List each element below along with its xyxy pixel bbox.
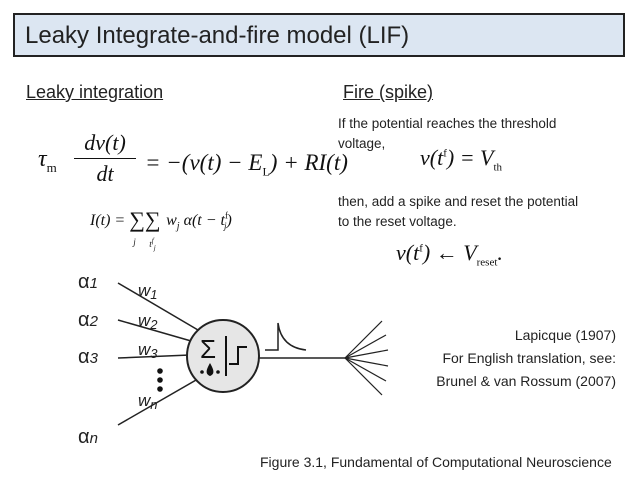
- fire-text-line3: then, add a spike and reset the potentia…: [338, 194, 579, 209]
- alpha-n-label: αn: [78, 426, 98, 448]
- reference-line3: Brunel & van Rossum (2007): [436, 373, 616, 389]
- figure-caption: Figure 3.1, Fundamental of Computational…: [260, 454, 612, 470]
- neuron-soma: [186, 319, 260, 393]
- threshold-equation: v(tf) = Vth: [420, 145, 503, 174]
- weight-2-label: w2: [138, 311, 158, 332]
- membrane-tau: τm: [38, 146, 57, 175]
- membrane-fraction: dv(t) dt: [70, 130, 140, 187]
- axon-branch: [344, 334, 387, 359]
- input-line-n: [117, 371, 211, 426]
- reset-equation: v(tf) ← Vreset.: [396, 240, 503, 269]
- leak-drip-icon: [216, 370, 220, 374]
- alpha-1-label: α1: [78, 271, 98, 293]
- axon-branch: [344, 357, 383, 396]
- fire-text-line2: voltage,: [338, 136, 386, 151]
- reference-line1: Lapicque (1907): [514, 327, 616, 343]
- leak-drip-icon: [200, 370, 204, 374]
- reference-line2: For English translation, see:: [442, 350, 616, 366]
- axon-branch: [344, 349, 389, 359]
- page-title: Leaky Integrate-and-fire model (LIF): [25, 22, 410, 49]
- ellipsis-dot: [157, 377, 163, 383]
- weight-3-label: w3: [138, 340, 158, 361]
- input-line-3: [117, 354, 191, 359]
- title-bar: Leaky Integrate-and-fire model (LIF): [13, 13, 625, 57]
- membrane-numerator: dv(t): [84, 130, 126, 155]
- fire-text-line4: to the reset voltage.: [338, 214, 457, 229]
- fire-spike-heading: Fire (spike): [343, 82, 434, 102]
- membrane-rhs: = −(v(t) − EL) + RI(t): [145, 150, 348, 179]
- ellipsis-dot: [157, 386, 163, 392]
- weight-1-label: w1: [138, 281, 158, 302]
- alpha-2-label: α2: [78, 309, 99, 331]
- ellipsis-dot: [157, 368, 163, 374]
- fire-text-line1: If the potential reaches the threshold: [338, 116, 557, 131]
- leaky-integration-heading: Leaky integration: [26, 82, 164, 102]
- fraction-bar: [74, 158, 136, 159]
- axon-branch: [344, 320, 383, 359]
- weight-n-label: wn: [138, 391, 158, 412]
- axon-branch: [344, 357, 389, 367]
- summation-symbol: Σ: [200, 334, 216, 364]
- step-function-icon: [229, 346, 247, 365]
- axon-branch: [344, 357, 387, 382]
- membrane-denominator: dt: [96, 161, 114, 186]
- spike-trace: [265, 322, 307, 351]
- double-sum: ∑∑ j tfj: [129, 207, 161, 252]
- alpha-3-label: α3: [78, 346, 99, 368]
- leak-drop-icon: [206, 363, 214, 376]
- input-current-equation: I(t) = ∑∑ j tfj wj α(t − tfj): [90, 207, 232, 252]
